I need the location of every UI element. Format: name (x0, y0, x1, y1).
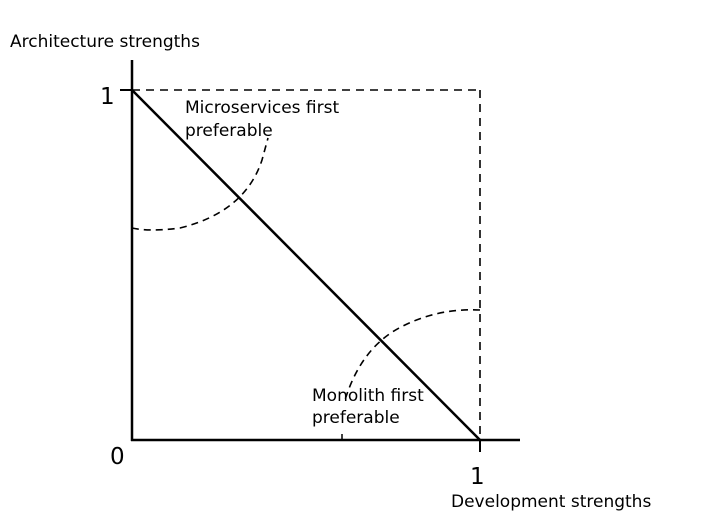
microservices-label-line2: preferable (185, 121, 273, 141)
monolith-label-line2: preferable (312, 408, 400, 428)
monolith-label-line1: Monolith first (312, 386, 424, 406)
x-axis-label: Development strengths (451, 492, 651, 512)
origin-label: 0 (110, 444, 125, 470)
y-max-label: 1 (100, 84, 115, 110)
x-max-label: 1 (470, 464, 485, 490)
diagonal-line (131, 89, 481, 441)
monolith-region-arc (344, 308, 481, 401)
y-axis-label: Architecture strengths (10, 32, 200, 52)
microservices-region-arc (131, 137, 269, 231)
microservices-label-line1: Microservices first (185, 98, 339, 118)
